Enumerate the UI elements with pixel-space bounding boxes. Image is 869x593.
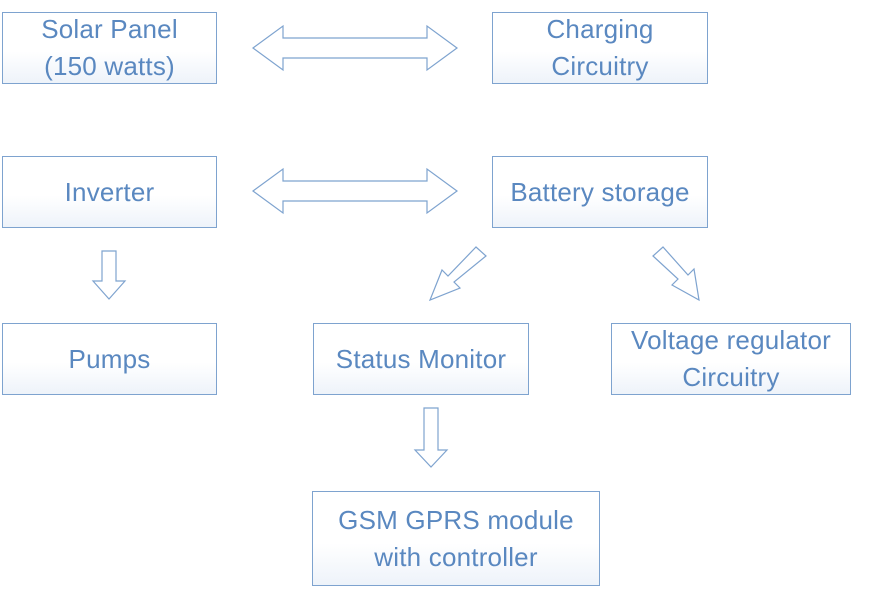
solar-panel-label-line1: Solar Panel bbox=[41, 14, 178, 44]
inverter-box: Inverter bbox=[2, 156, 217, 228]
charging-circuitry-label-line2: Circuitry bbox=[551, 51, 649, 81]
arrow-inverter-battery bbox=[251, 167, 459, 215]
pumps-box: Pumps bbox=[2, 323, 217, 395]
voltage-regulator-label-line1: Voltage regulator bbox=[631, 325, 831, 355]
status-monitor-box: Status Monitor bbox=[313, 323, 529, 395]
arrow-battery-voltage bbox=[652, 246, 700, 302]
battery-storage-box: Battery storage bbox=[492, 156, 708, 228]
gsm-module-box: GSM GPRS module with controller bbox=[312, 491, 600, 586]
charging-circuitry-label-line1: Charging bbox=[546, 14, 654, 44]
battery-storage-label: Battery storage bbox=[510, 176, 690, 207]
gsm-module-label-line2: with controller bbox=[374, 541, 538, 572]
arrow-solar-charging bbox=[251, 24, 459, 72]
inverter-label: Inverter bbox=[64, 176, 155, 207]
solar-panel-box: Solar Panel (150 watts) bbox=[2, 12, 217, 84]
arrow-status-gsm bbox=[413, 407, 449, 468]
pumps-label: Pumps bbox=[68, 343, 151, 374]
gsm-module-label-line1: GSM GPRS module bbox=[338, 504, 574, 535]
arrow-battery-status bbox=[428, 246, 487, 302]
status-monitor-label: Status Monitor bbox=[335, 343, 507, 374]
voltage-regulator-box: Voltage regulator Circuitry bbox=[611, 323, 851, 395]
charging-circuitry-box: Charging Circuitry bbox=[492, 12, 708, 84]
arrow-inverter-pumps bbox=[91, 250, 127, 300]
solar-panel-label-line2: (150 watts) bbox=[44, 51, 175, 81]
voltage-regulator-label-line2: Circuitry bbox=[682, 362, 780, 392]
